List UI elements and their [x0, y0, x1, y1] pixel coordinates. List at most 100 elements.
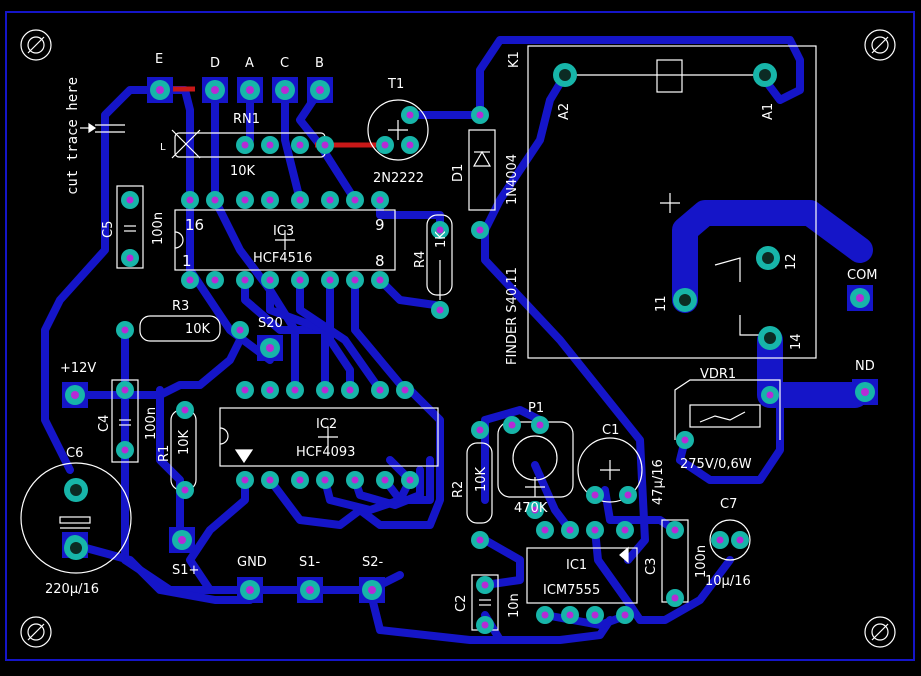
label-a1: A1: [761, 103, 776, 120]
pad-drill: [436, 306, 444, 314]
pad-drill: [856, 294, 864, 302]
pad-drill: [624, 491, 632, 499]
pad-drill: [508, 421, 516, 429]
pad-drill: [406, 141, 414, 149]
pad-drill: [346, 386, 354, 394]
mounting-holes: [20, 29, 896, 648]
pad-drill: [241, 141, 249, 149]
pad-drill: [566, 526, 574, 534]
pad-drill: [326, 196, 334, 204]
pad-drill: [481, 581, 489, 589]
pad-drill: [436, 226, 444, 234]
pad-drill: [541, 526, 549, 534]
label-ic3-pin16: 16: [185, 216, 204, 234]
pad-drill: [681, 436, 689, 444]
label-s20: S20: [258, 316, 283, 331]
pad-drill: [246, 586, 254, 594]
pad-drill: [406, 111, 414, 119]
label-r3: R3: [172, 299, 189, 314]
pad-drill: [326, 276, 334, 284]
label-s1-plus: S1+: [172, 563, 199, 578]
pad-drill: [381, 476, 389, 484]
label-ic2: IC2: [316, 417, 337, 432]
pad-drill: [531, 506, 539, 514]
pad-drill: [381, 141, 389, 149]
pad-drill: [266, 386, 274, 394]
pad-drill: [861, 388, 869, 396]
label-c2-value: 10n: [507, 593, 522, 618]
pad-drill: [266, 141, 274, 149]
label-p1: P1: [528, 401, 544, 416]
label-r4: R4: [413, 251, 428, 268]
label-ic3: IC3: [273, 224, 294, 239]
label-12v: +12V: [60, 361, 96, 376]
label-com: COM: [847, 268, 878, 283]
pad-drill: [621, 611, 629, 619]
pad-drill: [759, 69, 771, 81]
label-c1-value: 47μ/16: [651, 459, 666, 505]
label-ic3-pin1: 1: [182, 252, 192, 270]
labels: E D A C B T1 2N2222 RN1 10K L IC3 HCF451…: [45, 51, 878, 618]
pad-drill: [121, 386, 129, 394]
pad-drill: [71, 391, 79, 399]
label-e: E: [155, 52, 163, 67]
label-relay-12: 12: [784, 253, 799, 270]
label-r2-value: 10K: [474, 466, 489, 492]
pad-drill: [181, 486, 189, 494]
label-ic2-value: HCF4093: [296, 445, 355, 460]
label-rn1: RN1: [233, 112, 260, 127]
label-p1-value: 470K: [514, 501, 548, 516]
silkscreen: [20, 45, 817, 631]
pad-drill: [266, 276, 274, 284]
pad-drill: [241, 276, 249, 284]
pad-drill: [536, 421, 544, 429]
pad-drill: [321, 476, 329, 484]
pad-drill: [181, 406, 189, 414]
pad-drill: [126, 196, 134, 204]
pad-drill: [266, 476, 274, 484]
label-s2-minus: S2-: [362, 555, 384, 570]
pad-drill: [766, 391, 774, 399]
pad-drill: [70, 542, 82, 554]
label-rn1-value: 10K: [230, 164, 256, 179]
pad-drill: [351, 196, 359, 204]
label-c3: C3: [644, 558, 659, 575]
pad-drill: [591, 611, 599, 619]
label-t1-value: 2N2222: [373, 171, 424, 186]
label-c2: C2: [454, 595, 469, 612]
label-c4: C4: [97, 415, 112, 432]
label-vdr1-value: 275V/0,6W: [680, 457, 752, 472]
pad-drill: [306, 586, 314, 594]
label-t1: T1: [387, 77, 404, 92]
label-relay-11: 11: [654, 295, 669, 312]
pad-drill: [121, 446, 129, 454]
label-gnd: GND: [237, 555, 267, 570]
pad-drill: [241, 196, 249, 204]
pad-drill: [376, 386, 384, 394]
pad-drill: [126, 254, 134, 262]
pad-drill: [186, 276, 194, 284]
pad-drill: [178, 536, 186, 544]
label-ic3-pin8: 8: [375, 252, 385, 270]
board-outline: [5, 11, 915, 661]
pad-drill: [621, 526, 629, 534]
pad-drill: [406, 476, 414, 484]
label-rn1-pin: L: [160, 142, 166, 153]
label-c6: C6: [66, 446, 83, 461]
pad-drill: [296, 141, 304, 149]
pad-drill: [401, 386, 409, 394]
pad-drill: [351, 476, 359, 484]
label-s1-minus: S1-: [299, 555, 321, 570]
label-ic1: IC1: [566, 558, 587, 573]
label-r1: R1: [157, 445, 172, 462]
pad-drill: [762, 252, 774, 264]
pad-drill: [476, 226, 484, 234]
pad-drill: [671, 594, 679, 602]
label-d1-value: 1N4004: [505, 154, 520, 205]
label-c5: C5: [101, 221, 116, 238]
label-d1: D1: [451, 164, 466, 182]
pad-drill: [764, 332, 776, 344]
label-a: A: [245, 56, 254, 71]
pad-drill: [291, 386, 299, 394]
